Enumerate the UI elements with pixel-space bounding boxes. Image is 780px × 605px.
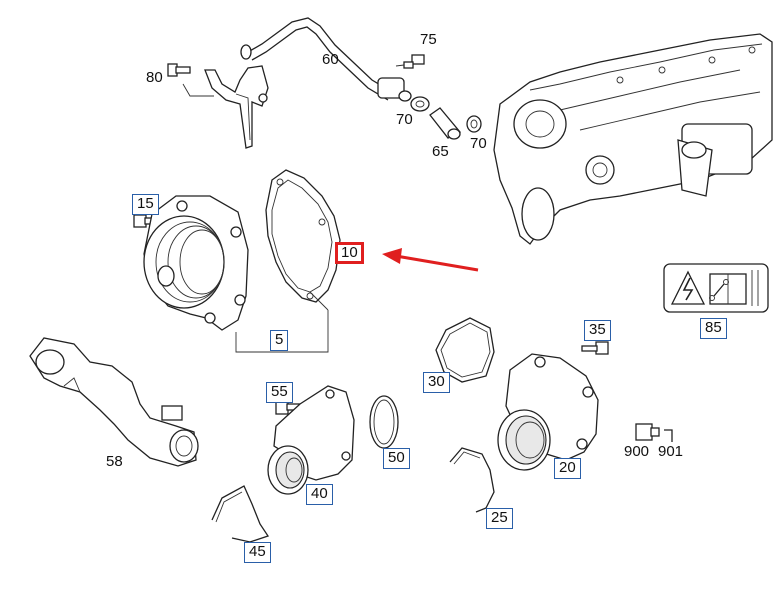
callout-35: 35 <box>584 320 611 341</box>
coolant-pipe-60 <box>240 17 412 102</box>
hose-clamp-70b <box>466 115 482 133</box>
retaining-clip-45 <box>211 485 270 543</box>
red-arrow-icon <box>382 248 479 272</box>
callout-45: 45 <box>244 542 271 563</box>
wrench-manual-icon <box>709 273 747 305</box>
bracket-80 <box>182 65 269 149</box>
callout-65: 65 <box>432 143 449 160</box>
callout-30: 30 <box>423 372 450 393</box>
hose-65 <box>429 107 462 140</box>
retaining-clip-25 <box>449 447 495 513</box>
callout-10-highlighted: 10 <box>335 242 364 264</box>
callout-70b: 70 <box>470 135 487 152</box>
callout-80: 80 <box>146 69 163 86</box>
bolt-35 <box>581 341 609 355</box>
callout-25: 25 <box>486 508 513 529</box>
callout-58: 58 <box>106 453 123 470</box>
leader-5 <box>235 310 329 353</box>
warning-label-85 <box>663 263 769 313</box>
callout-900: 900 <box>624 443 650 460</box>
water-pump <box>143 195 249 331</box>
bolt-75 <box>395 54 425 69</box>
high-voltage-warning-icon <box>670 270 706 305</box>
callout-55: 55 <box>266 382 293 403</box>
bolt-80 <box>167 63 191 77</box>
thermostat-housing-40 <box>267 385 355 495</box>
sensor-clip-901 <box>664 429 673 442</box>
callout-70a: 70 <box>396 111 413 128</box>
o-ring-50 <box>369 395 399 449</box>
callout-60: 60 <box>322 51 339 68</box>
callout-15: 15 <box>132 194 159 215</box>
callout-20: 20 <box>554 458 581 479</box>
hose-clamp-70a <box>410 96 430 112</box>
callout-40: 40 <box>306 484 333 505</box>
engine-housing <box>493 33 773 245</box>
callout-901: 901 <box>658 443 684 460</box>
thermostat-20 <box>497 353 599 471</box>
temperature-sensor-900 <box>635 423 660 441</box>
coolant-pipe-58 <box>29 337 199 467</box>
callout-75: 75 <box>420 31 437 48</box>
seal-ring-30 <box>435 317 495 383</box>
callout-5: 5 <box>270 330 289 351</box>
gasket-10 <box>265 169 341 303</box>
callout-50: 50 <box>383 448 410 469</box>
callout-85: 85 <box>700 318 727 339</box>
